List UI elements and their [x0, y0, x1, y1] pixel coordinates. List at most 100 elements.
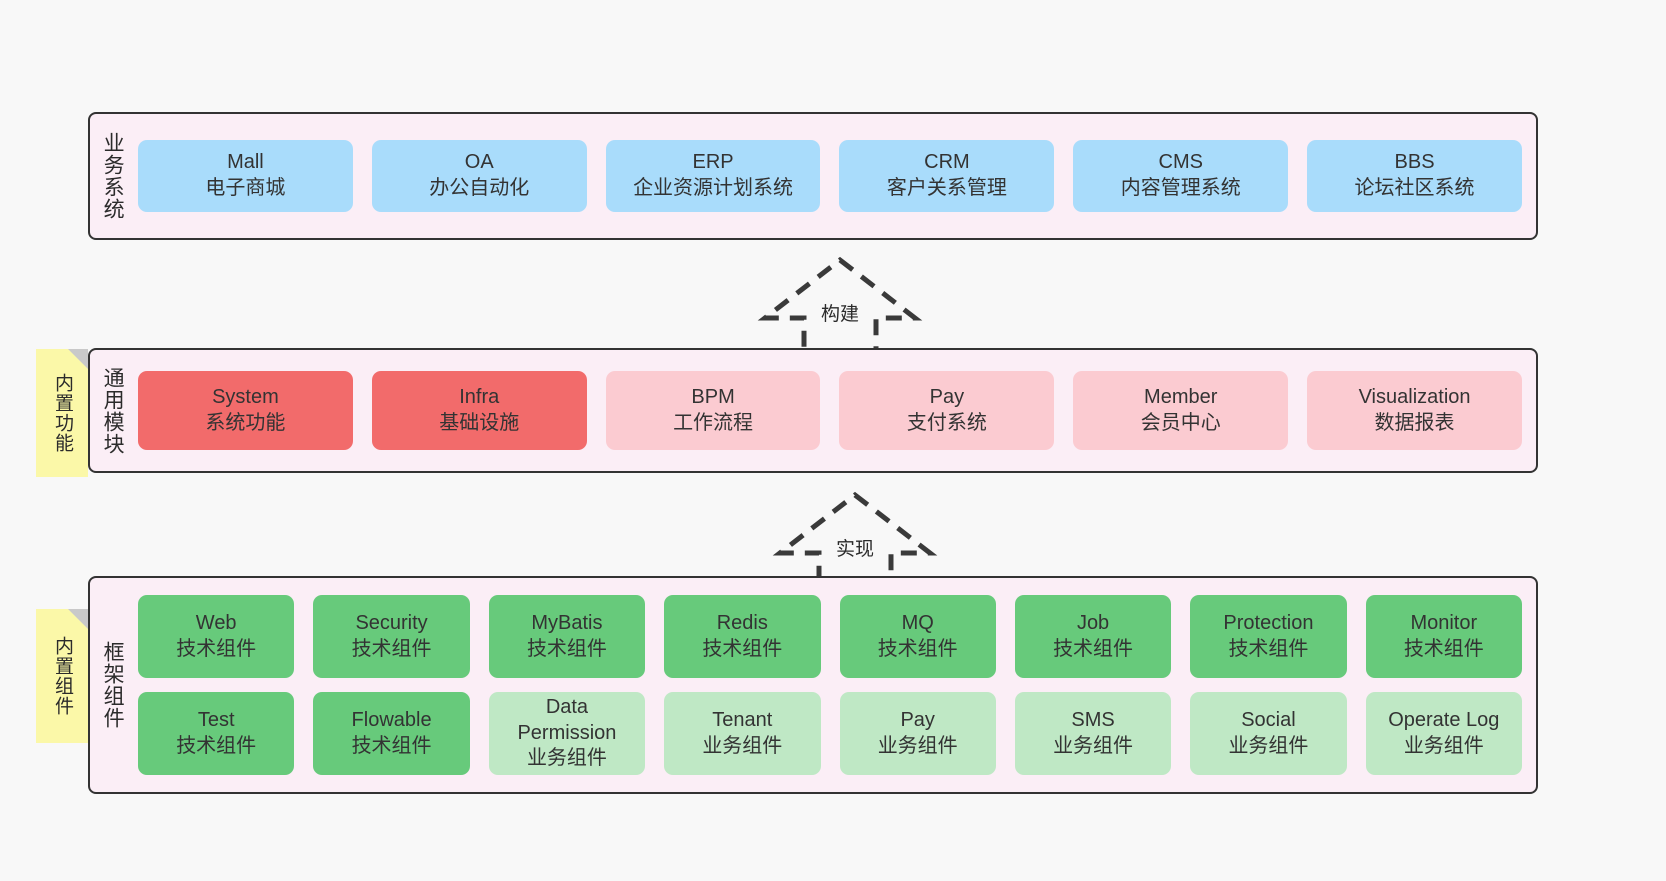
- sticky-note-builtin-features: 内置功能: [36, 349, 88, 477]
- card-title: Web: [195, 611, 237, 634]
- card-title: MyBatis: [531, 611, 603, 634]
- card-subtitle: 客户关系管理: [886, 177, 1007, 199]
- card-title: Pay: [900, 708, 935, 731]
- card-pay-component[interactable]: Pay 业务组件: [839, 692, 996, 775]
- card-title: BBS: [1394, 151, 1435, 174]
- sticky-note-label: 内置功能: [52, 373, 74, 453]
- card-title: Infra: [459, 385, 500, 408]
- card-row: Mall 电子商城 OA 办公自动化 ERP 企业资源计划系统 CRM 客户关系…: [138, 140, 1522, 212]
- card-title: Data Permission: [517, 696, 617, 744]
- card-title: MQ: [901, 611, 934, 634]
- card-subtitle: 支付系统: [906, 411, 987, 434]
- card-title: OA: [464, 151, 494, 174]
- card-infra[interactable]: Infra 基础设施: [371, 371, 587, 450]
- card-subtitle: 业务组件: [877, 734, 958, 757]
- card-protection[interactable]: Protection 技术组件: [1190, 595, 1347, 678]
- card-subtitle: 业务组件: [1403, 734, 1484, 757]
- card-visualization[interactable]: Visualization 数据报表: [1307, 371, 1522, 450]
- sticky-note-builtin-components: 内置组件: [36, 609, 88, 743]
- card-member[interactable]: Member 会员中心: [1073, 371, 1289, 450]
- card-title: Operate Log: [1388, 708, 1500, 731]
- card-subtitle: 业务组件: [1228, 734, 1309, 757]
- layer-common-modules: 通用模块 System 系统功能 Infra 基础设施 BPM 工作流程 Pay…: [88, 348, 1538, 473]
- card-title: Monitor: [1410, 611, 1478, 634]
- card-social[interactable]: Social 业务组件: [1190, 692, 1347, 775]
- card-system[interactable]: System 系统功能: [138, 371, 353, 450]
- card-subtitle: 论坛社区系统: [1354, 177, 1475, 199]
- card-row: Test 技术组件 Flowable 技术组件 Data Permission …: [138, 692, 1522, 775]
- card-title: Test: [197, 708, 235, 731]
- arrow-label-build: 构建: [820, 304, 859, 325]
- card-subtitle: 技术组件: [877, 637, 958, 660]
- card-test[interactable]: Test 技术组件: [138, 692, 295, 775]
- arrow-build: 构建: [755, 252, 925, 356]
- card-title: Flowable: [351, 708, 432, 731]
- card-subtitle: 数据报表: [1374, 411, 1455, 434]
- card-crm[interactable]: CRM 客户关系管理: [839, 140, 1055, 212]
- card-subtitle: 基础设施: [439, 411, 520, 434]
- layer-body-business-systems: Mall 电子商城 OA 办公自动化 ERP 企业资源计划系统 CRM 客户关系…: [134, 114, 1536, 238]
- card-mybatis[interactable]: MyBatis 技术组件: [488, 595, 646, 678]
- layer-framework-components: 框架组件 Web 技术组件 Security 技术组件 MyBatis 技术组件…: [88, 576, 1538, 794]
- card-redis[interactable]: Redis 技术组件: [664, 595, 821, 678]
- card-subtitle: 工作流程: [673, 411, 754, 434]
- card-subtitle: 技术组件: [176, 734, 257, 757]
- layer-business-systems: 业务系统 Mall 电子商城 OA 办公自动化 ERP 企业资源计划系统 CRM…: [88, 112, 1538, 240]
- layer-body-common-modules: System 系统功能 Infra 基础设施 BPM 工作流程 Pay 支付系统…: [134, 350, 1536, 471]
- card-job[interactable]: Job 技术组件: [1014, 595, 1172, 678]
- card-sms[interactable]: SMS 业务组件: [1014, 692, 1172, 775]
- card-subtitle: 内容管理系统: [1120, 177, 1241, 199]
- card-title: Job: [1076, 611, 1110, 634]
- card-bpm[interactable]: BPM 工作流程: [605, 371, 821, 450]
- card-oa[interactable]: OA 办公自动化: [371, 140, 587, 212]
- card-web[interactable]: Web 技术组件: [138, 595, 295, 678]
- card-subtitle: 技术组件: [176, 637, 257, 660]
- card-title: Tenant: [712, 708, 773, 731]
- card-subtitle: 技术组件: [526, 637, 607, 660]
- card-tenant[interactable]: Tenant 业务组件: [664, 692, 821, 775]
- card-title: SMS: [1071, 708, 1115, 731]
- card-title: Security: [355, 611, 428, 634]
- card-subtitle: 会员中心: [1140, 411, 1221, 434]
- arrow-label-implement: 实现: [835, 539, 874, 560]
- card-title: ERP: [692, 151, 734, 174]
- card-pay-module[interactable]: Pay 支付系统: [839, 371, 1055, 450]
- card-subtitle: 技术组件: [1228, 637, 1309, 660]
- card-row: Web 技术组件 Security 技术组件 MyBatis 技术组件 Redi…: [138, 595, 1522, 678]
- card-mq[interactable]: MQ 技术组件: [839, 595, 996, 678]
- card-subtitle: 业务组件: [1053, 734, 1134, 757]
- card-flowable[interactable]: Flowable 技术组件: [313, 692, 470, 775]
- card-subtitle: 技术组件: [1053, 637, 1134, 660]
- card-title: Redis: [716, 611, 768, 634]
- card-subtitle: 办公自动化: [429, 177, 530, 199]
- layer-title-business-systems: 业务系统: [101, 132, 125, 220]
- card-title: Social: [1241, 708, 1296, 731]
- card-data-permission[interactable]: Data Permission 业务组件: [488, 692, 646, 775]
- card-subtitle: 系统功能: [205, 411, 286, 434]
- card-subtitle: 电子商城: [205, 177, 286, 199]
- card-title: BPM: [691, 385, 735, 408]
- card-mall[interactable]: Mall 电子商城: [138, 140, 353, 212]
- card-subtitle: 技术组件: [702, 637, 783, 660]
- card-security[interactable]: Security 技术组件: [313, 595, 470, 678]
- card-subtitle: 技术组件: [351, 734, 432, 757]
- card-erp[interactable]: ERP 企业资源计划系统: [605, 140, 821, 212]
- card-bbs[interactable]: BBS 论坛社区系统: [1307, 140, 1522, 212]
- layer-title-framework-components: 框架组件: [101, 641, 125, 729]
- card-subtitle: 技术组件: [351, 637, 432, 660]
- card-title: Visualization: [1358, 385, 1471, 408]
- card-title: Protection: [1223, 611, 1314, 634]
- card-title: Mall: [227, 151, 264, 174]
- card-monitor[interactable]: Monitor 技术组件: [1365, 595, 1522, 678]
- card-title: CMS: [1158, 151, 1203, 174]
- card-subtitle: 企业资源计划系统: [633, 177, 794, 199]
- card-cms[interactable]: CMS 内容管理系统: [1073, 140, 1289, 212]
- card-title: Member: [1144, 385, 1218, 408]
- card-title: Pay: [929, 385, 965, 408]
- card-subtitle: 技术组件: [1403, 637, 1484, 660]
- card-subtitle: 业务组件: [702, 734, 783, 757]
- card-operate-log[interactable]: Operate Log 业务组件: [1365, 692, 1522, 775]
- sticky-note-label: 内置组件: [52, 636, 74, 716]
- layer-body-framework-components: Web 技术组件 Security 技术组件 MyBatis 技术组件 Redi…: [134, 578, 1536, 792]
